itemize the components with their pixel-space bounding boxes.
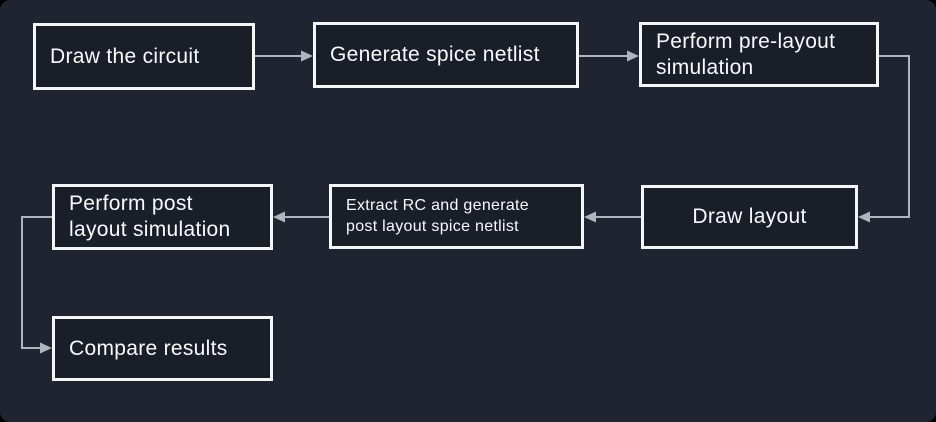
node-label: Draw the circuit (50, 44, 200, 68)
node-extract-rc: Extract RC and generate post layout spic… (329, 184, 584, 249)
node-label: Perform post layout simulation (69, 192, 231, 241)
node-label: Generate spice netlist (330, 43, 540, 67)
arrowhead-icon (858, 211, 870, 223)
arrowhead-icon (40, 342, 52, 354)
arrowhead-icon (584, 211, 596, 223)
edge-post-layout-sim-to-compare-results (21, 216, 52, 349)
arrowhead-icon (273, 211, 285, 223)
node-pre-layout-sim: Perform pre-layout simulation (639, 22, 879, 87)
node-compare-results: Compare results (52, 316, 273, 381)
node-post-layout-sim: Perform post layout simulation (52, 184, 273, 250)
node-label: Extract RC and generate post layout spic… (346, 196, 529, 235)
node-label: Compare results (69, 336, 228, 360)
node-label: Draw layout (692, 205, 807, 229)
arrowhead-icon (301, 50, 313, 62)
node-generate-netlist: Generate spice netlist (313, 22, 579, 88)
node-label: Perform pre-layout simulation (656, 29, 836, 79)
node-draw-layout: Draw layout (641, 185, 858, 249)
arrowhead-icon (627, 50, 639, 62)
node-draw-circuit: Draw the circuit (33, 23, 255, 90)
